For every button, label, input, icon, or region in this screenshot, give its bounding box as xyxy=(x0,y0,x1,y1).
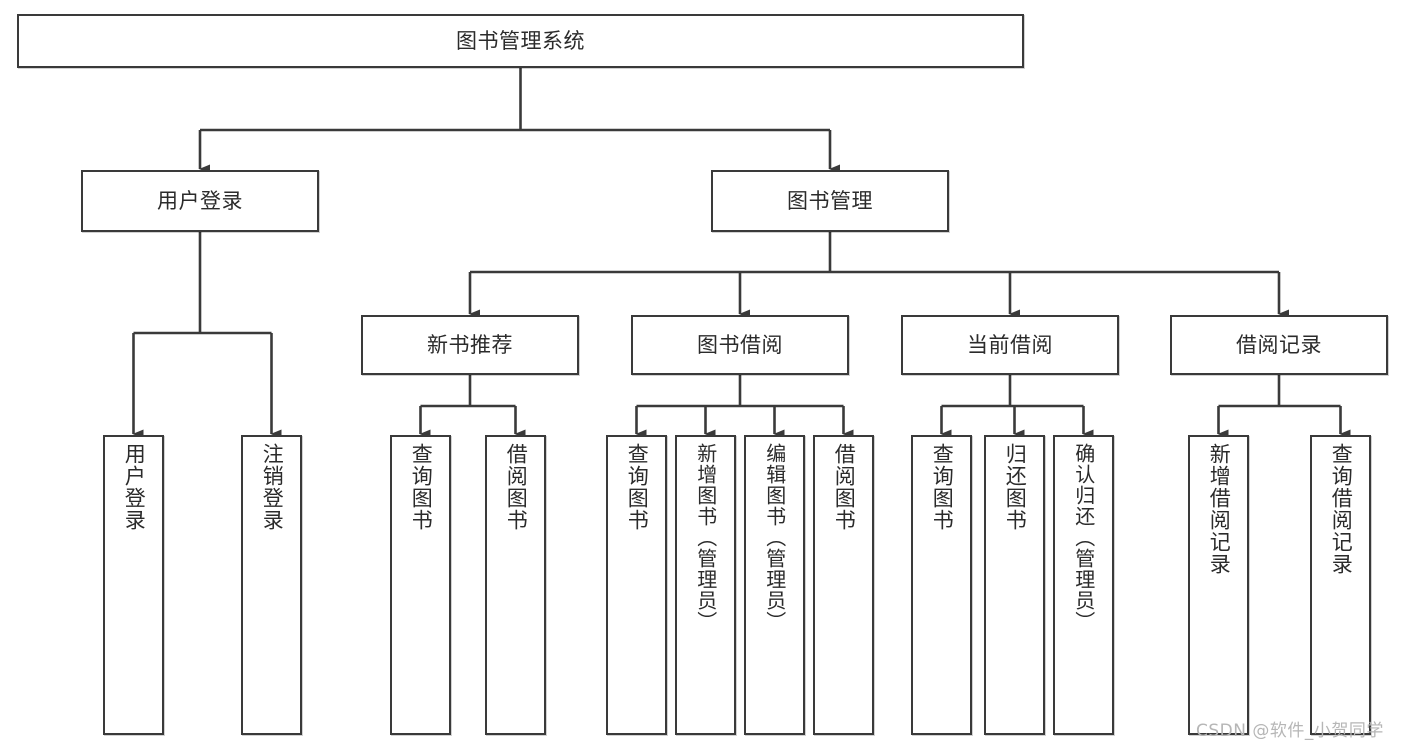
leaf-node: 归还图书 xyxy=(984,435,1045,735)
node-label: 查询借阅记录 xyxy=(1329,443,1354,575)
leaf-node: 新增图书（管理员） xyxy=(675,435,736,735)
node-label: 新书推荐 xyxy=(427,332,513,357)
leaf-node: 新增借阅记录 xyxy=(1188,435,1249,735)
leaf-node: 查询图书 xyxy=(911,435,972,735)
leaf-node: 借阅图书 xyxy=(485,435,546,735)
node-label: 编辑图书（管理员） xyxy=(762,443,787,632)
node-label: 借阅图书 xyxy=(832,443,857,531)
node-label: 图书管理系统 xyxy=(456,28,585,53)
node-label: 借阅记录 xyxy=(1236,332,1322,357)
branch-node: 新书推荐 xyxy=(361,315,579,375)
node-label: 图书借阅 xyxy=(697,332,783,357)
leaf-node: 查询借阅记录 xyxy=(1310,435,1371,735)
leaf-node: 查询图书 xyxy=(390,435,451,735)
node-label: 图书管理 xyxy=(787,188,873,213)
branch-node: 图书管理 xyxy=(711,170,949,232)
node-label: 归还图书 xyxy=(1003,443,1028,531)
leaf-node: 确认归还（管理员） xyxy=(1053,435,1114,735)
node-label: 查询图书 xyxy=(625,443,650,531)
node-label: 查询图书 xyxy=(930,443,955,531)
node-label: 查询图书 xyxy=(409,443,434,531)
node-label: 当前借阅 xyxy=(967,332,1053,357)
node-label: 用户登录 xyxy=(157,188,243,213)
csdn-watermark: CSDN @软件_小贺同学 xyxy=(1196,721,1384,741)
branch-node: 图书借阅 xyxy=(631,315,849,375)
branch-node: 用户登录 xyxy=(81,170,319,232)
leaf-node: 编辑图书（管理员） xyxy=(744,435,805,735)
node-label: 新增图书（管理员） xyxy=(693,443,718,632)
node-label: 新增借阅记录 xyxy=(1207,443,1232,575)
node-label: 确认归还（管理员） xyxy=(1071,443,1096,632)
node-label: 借阅图书 xyxy=(504,443,529,531)
root-node: 图书管理系统 xyxy=(17,14,1024,68)
leaf-node: 注销登录 xyxy=(241,435,302,735)
leaf-node: 借阅图书 xyxy=(813,435,874,735)
node-label: 用户登录 xyxy=(122,443,147,531)
node-label: 注销登录 xyxy=(260,443,285,531)
branch-node: 借阅记录 xyxy=(1170,315,1388,375)
branch-node: 当前借阅 xyxy=(901,315,1119,375)
leaf-node: 查询图书 xyxy=(606,435,667,735)
leaf-node: 用户登录 xyxy=(103,435,164,735)
